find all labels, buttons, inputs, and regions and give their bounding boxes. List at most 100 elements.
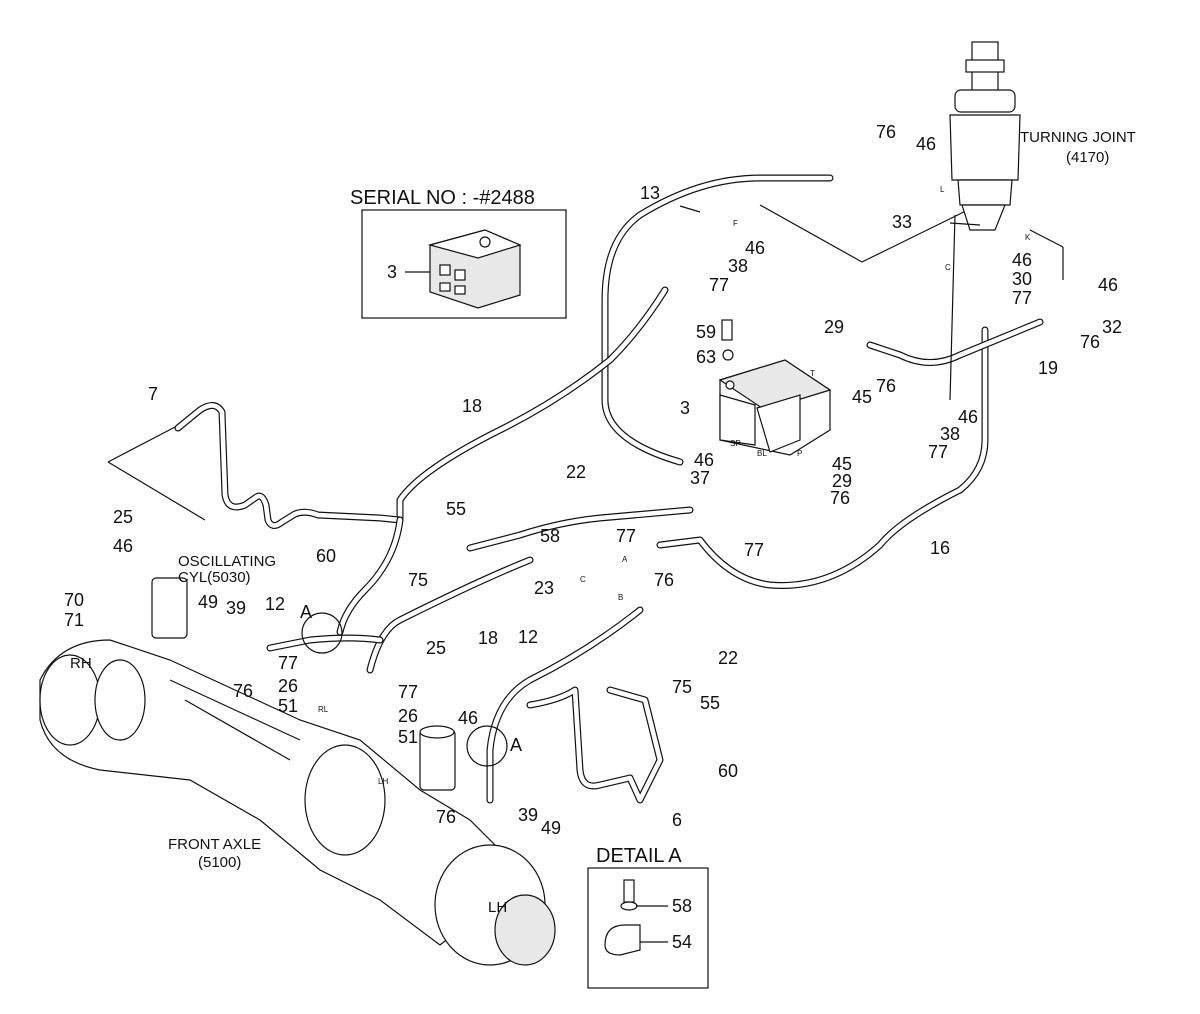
callout-70: 70 xyxy=(64,590,84,610)
callout-13: 13 xyxy=(640,183,660,203)
osc-cyl-name: OSCILLATING xyxy=(178,553,276,570)
callout-29: 29 xyxy=(824,317,844,337)
callout-18: 18 xyxy=(478,628,498,648)
callout-63: 63 xyxy=(696,347,716,367)
callout-77: 77 xyxy=(398,682,418,702)
callout-37: 37 xyxy=(690,468,710,488)
callout-71: 71 xyxy=(64,610,84,630)
callout-51: 51 xyxy=(278,696,298,716)
oscillating-cylinder xyxy=(151,577,456,791)
callout-12: 12 xyxy=(265,594,285,614)
callout-38: 38 xyxy=(728,256,748,276)
callout-49: 49 xyxy=(541,818,561,838)
mark-b: B xyxy=(618,593,623,602)
callout-76: 76 xyxy=(876,122,896,142)
mark-c2: C xyxy=(580,575,586,584)
callout-77: 77 xyxy=(278,653,298,673)
callout-75: 75 xyxy=(408,570,428,590)
callout-16: 16 xyxy=(930,538,950,558)
mark-c: C xyxy=(945,263,951,272)
callout-46: 46 xyxy=(458,708,478,728)
mark-p: P xyxy=(797,449,802,458)
callout-49: 49 xyxy=(198,592,218,612)
callout-32: 32 xyxy=(1102,317,1122,337)
callout-25: 25 xyxy=(113,507,133,527)
callout-60: 60 xyxy=(718,761,738,781)
callout-76: 76 xyxy=(1080,332,1100,352)
mark-k: K xyxy=(1025,233,1031,242)
callout-39: 39 xyxy=(226,598,246,618)
callout-23: 23 xyxy=(534,578,554,598)
hose-18-left xyxy=(336,516,404,636)
callout-19: 19 xyxy=(1038,358,1058,378)
callout-77: 77 xyxy=(928,442,948,462)
callout-26: 26 xyxy=(278,676,298,696)
detail-title: DETAIL A xyxy=(596,845,682,867)
pipe-22 xyxy=(466,506,694,552)
callout-76: 76 xyxy=(830,488,850,508)
front-axle-code: (5100) xyxy=(198,854,241,871)
callout-55: 55 xyxy=(446,499,466,519)
hose-12 xyxy=(486,606,644,804)
callout-46: 46 xyxy=(694,450,714,470)
callout-6: 6 xyxy=(672,810,682,830)
mark-t: T xyxy=(810,369,815,378)
callout-29: 29 xyxy=(832,471,852,491)
callout-30: 30 xyxy=(1012,269,1032,289)
callout-76: 76 xyxy=(876,376,896,396)
pipe-6 xyxy=(526,686,664,804)
callout-33: 33 xyxy=(892,212,912,232)
callout-51: 51 xyxy=(398,727,418,747)
serial-title: SERIAL NO : -#2488 xyxy=(350,187,535,209)
pipe-7 xyxy=(174,402,404,529)
callout-7: 7 xyxy=(148,384,158,404)
callout-55: 55 xyxy=(700,693,720,713)
mark-l: L xyxy=(940,185,945,194)
mark-rh: RH xyxy=(70,655,92,672)
mark-a: A xyxy=(622,555,628,564)
callout-3: 3 xyxy=(680,398,690,418)
leader-lines xyxy=(107,205,1064,521)
mark-rl: RL xyxy=(318,705,329,714)
detail-box xyxy=(587,867,709,989)
detail-part-54: 54 xyxy=(672,932,692,952)
callout-75: 75 xyxy=(672,677,692,697)
callout-76: 76 xyxy=(654,570,674,590)
callout-46: 46 xyxy=(1098,275,1118,295)
callout-46: 46 xyxy=(745,238,765,258)
callout-45: 45 xyxy=(832,454,852,474)
callout-76: 76 xyxy=(436,807,456,827)
front-axle-name: FRONT AXLE xyxy=(168,836,261,853)
mark-bl: BL xyxy=(757,449,767,458)
callout-26: 26 xyxy=(398,706,418,726)
callout-77: 77 xyxy=(1012,288,1032,308)
serial-part-3: 3 xyxy=(387,262,397,282)
detail-part-58: 58 xyxy=(672,896,692,916)
callout-39: 39 xyxy=(518,805,538,825)
front-axle xyxy=(39,639,556,966)
callout-46: 46 xyxy=(1012,250,1032,270)
callout-22: 22 xyxy=(566,462,586,482)
mark-lh-small: LH xyxy=(378,777,388,786)
callout-58: 58 xyxy=(540,526,560,546)
hose-18-upper xyxy=(396,286,669,524)
detail-a-marker-2 xyxy=(466,725,508,767)
callout-45: 45 xyxy=(852,387,872,407)
detail-box-frame xyxy=(587,867,709,989)
callout-77: 77 xyxy=(744,540,764,560)
turning-joint xyxy=(949,41,1021,231)
callout-77: 77 xyxy=(709,275,729,295)
serial-box xyxy=(361,209,567,319)
detail-a-marker-1 xyxy=(301,612,343,654)
callout-46: 46 xyxy=(958,407,978,427)
callout-18: 18 xyxy=(462,396,482,416)
callout-25: 25 xyxy=(426,638,446,658)
callout-A: A xyxy=(300,602,312,622)
osc-cyl-code: CYL(5030) xyxy=(178,569,251,586)
callout-A: A xyxy=(510,735,522,755)
turning-joint-name: TURNING JOINT xyxy=(1020,129,1136,146)
callout-46: 46 xyxy=(113,536,133,556)
hose-lines xyxy=(174,174,1044,804)
